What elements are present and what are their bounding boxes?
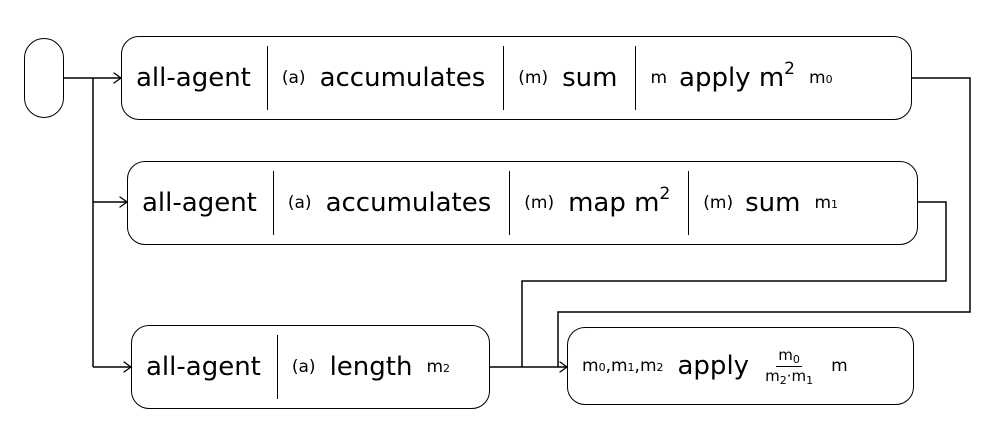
row3-stage2-input: (a): [291, 356, 316, 377]
row2-stage1-label: all-agent: [142, 188, 257, 218]
row1-stage3-label: sum: [562, 63, 618, 93]
row1-stage3-input: (m): [518, 67, 549, 88]
row2-stage3-input: (m): [524, 192, 555, 213]
stage-separator: [635, 46, 637, 110]
row1-stage2-label: accumulates: [319, 63, 486, 93]
row1-box: all-agent (a) accumulates (m) sum m appl…: [121, 36, 912, 120]
stage-separator: [272, 171, 274, 235]
stage-separator: [266, 46, 268, 110]
row3-stage2-label: length: [329, 352, 413, 382]
row1-stage1-label: all-agent: [136, 63, 251, 93]
row1-stage4-input: m: [650, 67, 668, 88]
row2-stage3-label: map m2: [568, 184, 671, 218]
final-fraction: m0 m2·m1: [763, 345, 815, 387]
row3-stage1-label: all-agent: [146, 352, 261, 382]
start-node: [24, 38, 64, 118]
row2-stage2-label: accumulates: [325, 188, 492, 218]
fraction-denominator: m2·m1: [765, 366, 814, 387]
stage-separator: [503, 46, 505, 110]
stage-separator: [688, 171, 690, 235]
row2-stage2-input: (a): [287, 192, 312, 213]
row2-box: all-agent (a) accumulates (m) map m2 (m)…: [127, 161, 918, 245]
row1-stage2-input: (a): [281, 67, 306, 88]
row2-stage4-input: (m): [703, 192, 734, 213]
row1-stage4-label: apply m2: [679, 59, 795, 93]
row2-stage4-label: sum: [745, 188, 801, 218]
row2-output-connector: [521, 201, 947, 367]
final-apply-label: apply: [677, 351, 750, 381]
stage-separator: [509, 171, 511, 235]
final-output-label: m: [831, 355, 848, 376]
row1-output-connector: [557, 77, 971, 367]
fraction-numerator: m0: [776, 345, 802, 367]
stage-separator: [276, 335, 278, 399]
row2-stage3-power: 2: [659, 184, 671, 204]
row1-stage4-power: 2: [784, 59, 795, 79]
